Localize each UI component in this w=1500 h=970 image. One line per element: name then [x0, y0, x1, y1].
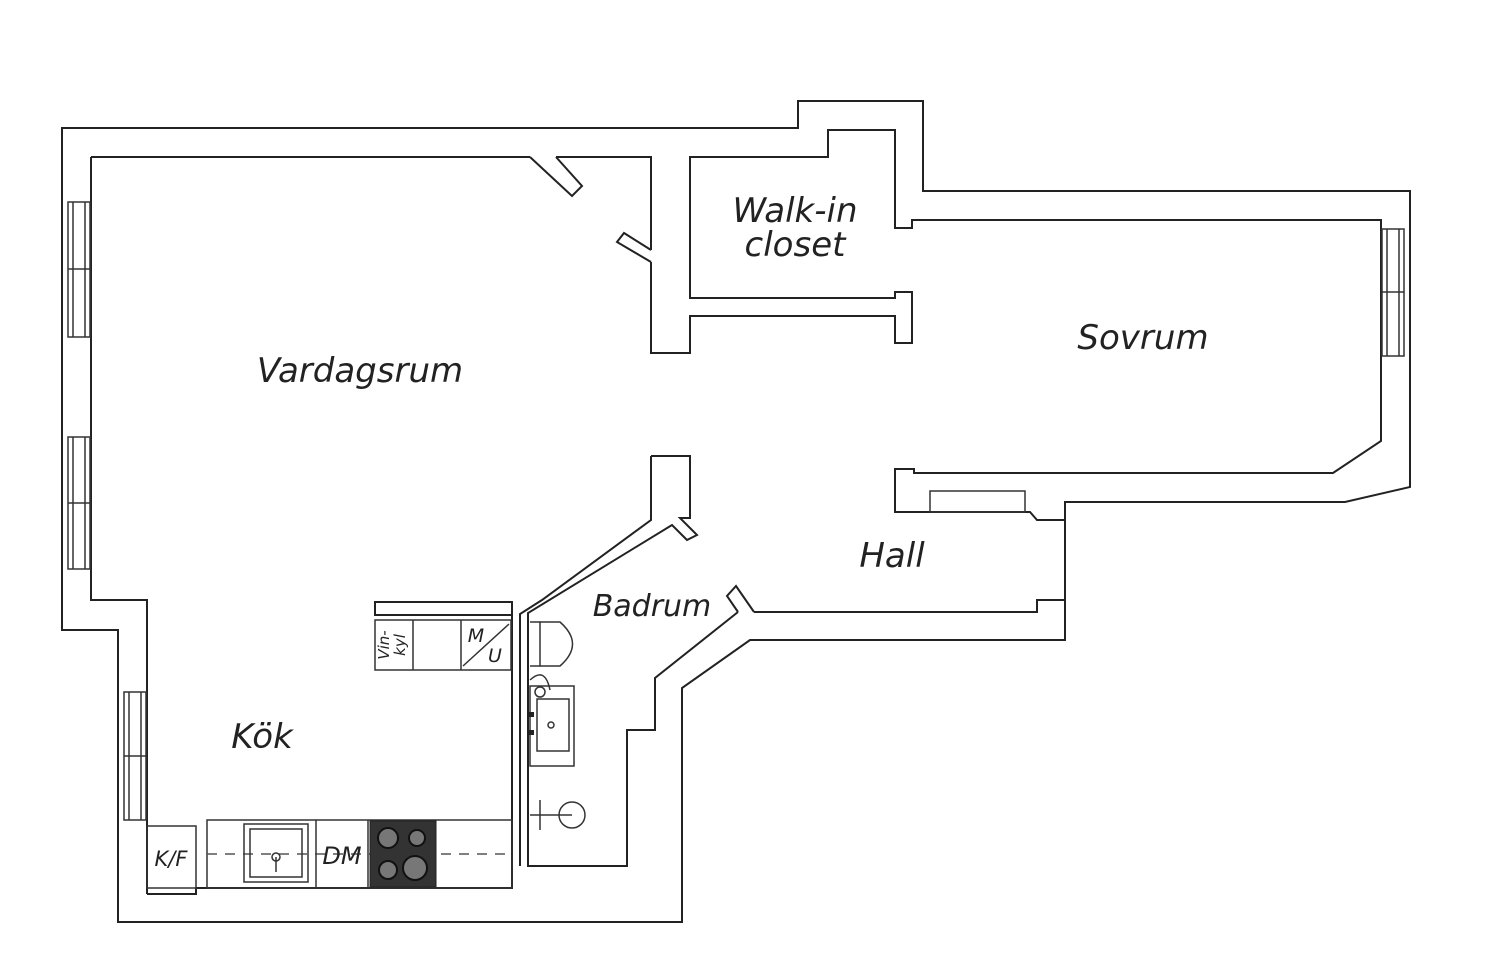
room-label-vardagsrum: Vardagsrum — [257, 351, 463, 391]
fixture-label-m: M — [468, 625, 484, 647]
hall-shelf — [929, 490, 1026, 513]
upper-cabinet — [374, 619, 512, 671]
door-stub-living — [529, 156, 584, 198]
room-label-walkin-1: Walk-in — [733, 191, 858, 231]
inner-wall-kitchen-bottom — [147, 601, 513, 895]
door-stub-closet — [615, 231, 652, 263]
room-label-walkin-2: closet — [745, 225, 848, 265]
shower — [530, 800, 586, 830]
fixture-label-vinkyl-1: Vin- — [375, 630, 393, 659]
window-bedroom — [1381, 228, 1405, 357]
window-kitchen — [123, 691, 147, 821]
room-label-badrum: Badrum — [593, 589, 712, 624]
inner-wall-main — [91, 129, 1382, 521]
fridge-freezer — [146, 825, 197, 889]
bathroom-wall-left — [519, 456, 652, 866]
bathroom-wall — [527, 455, 1065, 867]
fixture-label-dm: DM — [322, 842, 361, 870]
fixture-label-kf: K/F — [155, 847, 189, 871]
fixture-label-u: U — [488, 645, 502, 667]
mu-slash — [462, 623, 510, 667]
outer-wall — [61, 100, 1411, 923]
window-left-top — [67, 201, 91, 338]
stove — [369, 820, 437, 888]
fixture-label-vinkyl-2: kyl — [391, 633, 409, 656]
room-label-hall: Hall — [859, 536, 925, 576]
kitchen-sink — [243, 823, 309, 883]
bathroom-sink — [529, 674, 575, 767]
room-label-kok: Kök — [231, 717, 294, 757]
room-label-sovrum: Sovrum — [1077, 318, 1208, 358]
window-left-middle — [67, 436, 91, 570]
toilet — [530, 621, 574, 667]
door-stub-hall — [725, 584, 755, 613]
